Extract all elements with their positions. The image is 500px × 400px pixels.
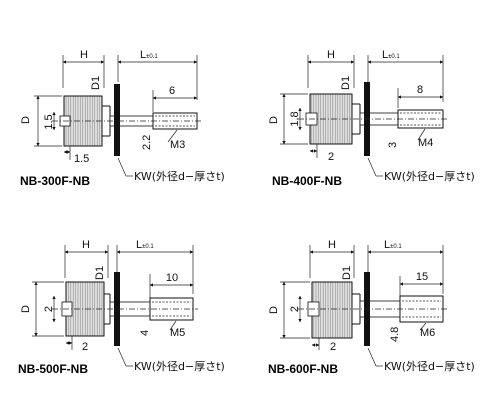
thread-length-value: 6 [169,85,175,97]
dim-h-label: H [80,49,88,61]
dim-d-label: D [20,305,32,313]
part-panel-nb-600f-nb: H L±0.1 D1 15 D 2 2 4.8 M6 KW(外径d−厚さt) [268,239,475,376]
thread-size-label: M5 [170,327,185,339]
body-dim-value: 2 [43,306,55,312]
thread-size-label: M6 [420,327,435,339]
body-dim-value: 1.8 [289,111,301,126]
washer [114,272,120,346]
dim-d1-label: D1 [94,266,106,280]
dim-h-label: H [82,239,90,251]
dim-l-label: L±0.1 [382,49,400,61]
part-panel-nb-400f-nb: H L±0.1 D1 8 D 1.8 2 3 M4 KW(外径d−厚さt) [268,49,475,188]
thread-length-value: 8 [417,84,423,96]
dim-d1-label: D1 [341,266,353,280]
screw-dia-value: 3 [387,142,399,148]
dim-l-label: L±0.1 [136,239,154,251]
thread-length-value: 15 [416,271,428,283]
step-value: 2 [82,341,88,353]
model-label: NB-300F-NB [20,174,90,188]
dim-d-label: D [268,116,280,124]
dim-d-label: D [20,116,32,124]
dim-d-label: D [268,306,280,314]
thread-size-label: M4 [418,137,433,149]
kw-note: KW(外径d−厚さt) [134,170,225,183]
dim-l-label: L±0.1 [384,239,402,251]
part-panel-nb-500f-nb: H L±0.1 D1 10 D 2 2 4 M5 KW(外径d−厚さt) [18,239,225,376]
screw-dia-value: 4.8 [389,327,401,342]
dim-l-label: L±0.1 [140,49,158,61]
thread-size-label: M3 [170,139,185,151]
knurled-head [311,281,353,339]
dim-d1-label: D1 [90,76,102,90]
kw-note: KW(外径d−厚さt) [134,360,225,373]
model-label: NB-400F-NB [272,174,342,188]
thread-length-value: 10 [166,272,178,284]
part-panel-nb-300f-nb: H L±0.1 D1 6 D 1.5 [20,49,225,188]
dim-h-label: H [327,49,335,61]
dim-h-label: H [328,239,336,251]
body-dim-value: 1.5 [43,114,55,129]
screw-dia-value: 4 [139,330,151,336]
washer [114,84,120,156]
kw-note: KW(外径d−厚さt) [384,360,475,373]
dim-d1-label: D1 [340,76,352,90]
kw-note: KW(外径d−厚さt) [384,170,475,183]
model-label: NB-500F-NB [18,362,88,376]
step-value: 2 [328,151,334,163]
screw-dia-value: 2.2 [141,135,153,150]
step-value: 1.5 [74,153,89,165]
step-value: 2 [330,341,336,353]
body-dim-value: 2 [289,306,301,312]
model-label: NB-600F-NB [268,362,338,376]
